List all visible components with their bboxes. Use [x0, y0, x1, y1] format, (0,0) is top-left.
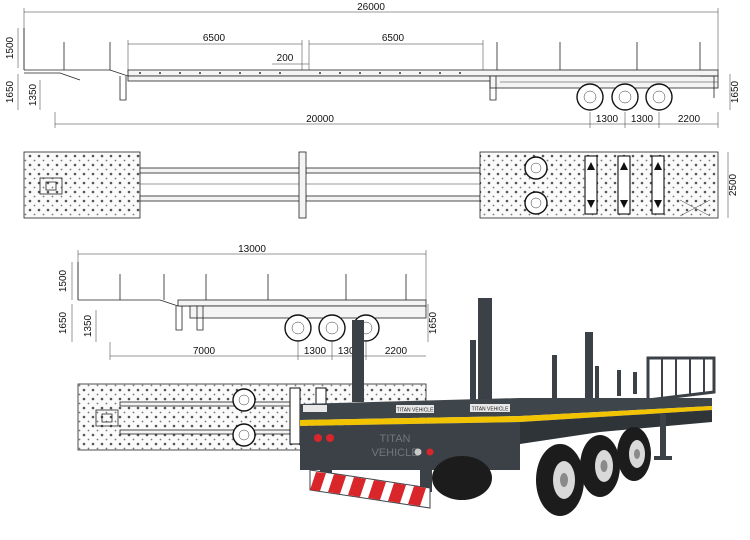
- extended-top-view: 2500: [23, 151, 739, 219]
- dim-total-length: 26000: [357, 2, 385, 13]
- dim-kingpin-to-axle: 20000: [306, 114, 334, 125]
- dim-retracted-kingpin-to-axle: 7000: [193, 346, 216, 357]
- dim-section-right: 6500: [382, 33, 405, 44]
- dim-right-height: 1650: [730, 80, 741, 103]
- dim-axle-spacing-1: 1300: [596, 114, 619, 125]
- dim-retracted-axle-spacing-1: 1300: [304, 346, 327, 357]
- dim-retracted-rear-overhang: 2200: [385, 346, 408, 357]
- extended-axle-wheels: [576, 83, 673, 111]
- side-yellow-stripe: [520, 406, 712, 422]
- dim-retracted-axle-spacing-2: 1300: [338, 346, 361, 357]
- rear-yellow-stripe: [300, 416, 520, 426]
- dim-stake-height: 1500: [5, 36, 16, 59]
- rear-text-line-1: TITAN: [380, 433, 411, 445]
- extended-side-view: 26000 6500 6500 200 1500 1650 1350: [5, 2, 741, 128]
- top-view-wheels: [524, 155, 665, 215]
- dim-axle-spacing-2: 1300: [631, 114, 654, 125]
- dim-retracted-total-length: 13000: [238, 244, 266, 255]
- deck-brand-label-2: TITAN VEHICLE: [472, 407, 510, 413]
- dim-retracted-right-height: 1650: [428, 311, 439, 334]
- dim-deck-height: 1650: [5, 80, 16, 103]
- dim-top-width: 2500: [728, 173, 739, 196]
- retracted-side-view: 13000 1500 1650 1350 7000: [58, 244, 439, 360]
- front-pole: [352, 320, 364, 402]
- rear-panel: [300, 422, 520, 470]
- rear-text-line-2: VEHICLE: [371, 447, 418, 459]
- dim-retracted-gooseneck-height: 1350: [83, 314, 94, 337]
- dim-retracted-deck-height: 1650: [58, 311, 69, 334]
- dim-gooseneck-height: 1350: [28, 83, 39, 106]
- dim-rear-overhang: 2200: [678, 114, 701, 125]
- dim-section-left: 6500: [203, 33, 226, 44]
- deck-brand-label-1: TITAN VEHICLE: [397, 408, 435, 414]
- retracted-axle-wheels: [284, 314, 380, 342]
- trailer-photo: TITAN VEHICLE TITAN VEHICLE TITAN VEHICL…: [300, 298, 716, 516]
- dim-gap: 200: [277, 53, 294, 64]
- dim-retracted-stake-height: 1500: [58, 269, 69, 292]
- photo-wheels: [432, 427, 651, 516]
- rear-bumper-reflector: [309, 469, 431, 509]
